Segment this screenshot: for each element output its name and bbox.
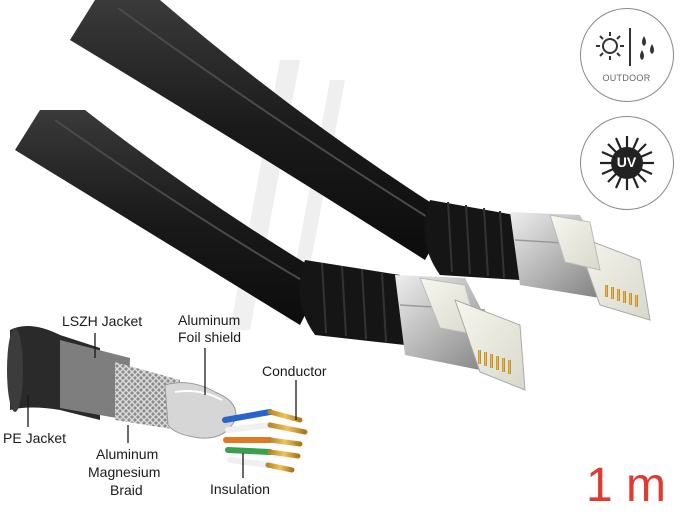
uv-badge: UV xyxy=(580,116,674,210)
conductor-label: Conductor xyxy=(262,363,327,379)
front-cable xyxy=(15,110,526,391)
lszh-jacket-label: LSZH Jacket xyxy=(62,313,143,329)
uv-badge-text: UV xyxy=(616,154,637,170)
braid-label-line3: Braid xyxy=(110,482,143,498)
sun-rain-icon xyxy=(595,27,654,66)
aluminum-foil-label-line1: Aluminum xyxy=(178,312,241,328)
pe-jacket-label: PE Jacket xyxy=(3,430,67,446)
aluminum-foil-label-line2: Foil shield xyxy=(178,329,242,345)
braid-label-line2: Magnesium xyxy=(88,464,161,480)
outdoor-badge: OUTDOOR xyxy=(580,8,674,102)
insulation-label: Insulation xyxy=(210,481,270,497)
outdoor-badge-text: OUTDOOR xyxy=(602,73,651,83)
leader-lines xyxy=(27,333,297,478)
back-cable xyxy=(70,0,651,321)
cable-length: 1 m xyxy=(586,459,667,512)
braid-label-line1: Aluminum xyxy=(96,446,159,462)
cable-cross-section xyxy=(7,326,308,473)
uv-sun-icon xyxy=(599,135,654,190)
